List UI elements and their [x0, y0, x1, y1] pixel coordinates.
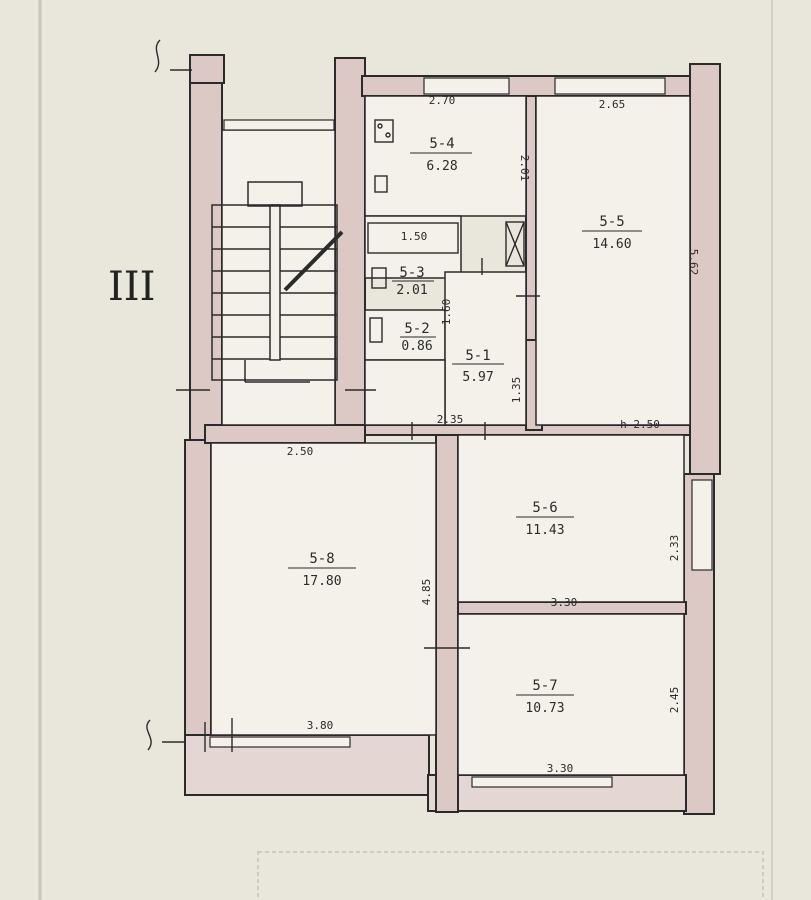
- door-marks: [146, 39, 540, 752]
- room-code-5-2: 5-2: [404, 321, 429, 337]
- wall-top-left-return: [189, 54, 225, 84]
- dim-label: 1.50: [401, 230, 428, 243]
- room-area-5-7: 10.73: [525, 701, 564, 716]
- room-code-5-8: 5-8: [309, 551, 334, 567]
- shaft-icon: [505, 221, 525, 267]
- toilet-icon: [369, 317, 383, 343]
- stair-direction-arrow: [283, 230, 344, 292]
- dim-label: 3.30: [551, 596, 578, 609]
- room-code-5-1: 5-1: [465, 348, 490, 364]
- room-area-5-1: 5.97: [462, 370, 493, 385]
- wall-stair-left: [189, 54, 223, 441]
- window-room-5-8: [209, 736, 351, 748]
- room-labels: 5-4 6.28 5-5 14.60 5-3 2.01 5-2 0.86 5-1…: [288, 136, 642, 716]
- room-5-5-floor: [535, 95, 691, 426]
- dim-label: 2.70: [429, 94, 456, 107]
- dim-label: 2.50: [287, 445, 314, 458]
- dim-label: 3.80: [307, 719, 334, 732]
- room-5-4-floor: [364, 95, 527, 217]
- room-area-5-6: 11.43: [525, 523, 564, 538]
- dim-label: 5.62: [687, 249, 700, 276]
- window-stair: [223, 119, 335, 131]
- corridor-floor: [364, 359, 446, 426]
- room-area-5-8: 17.80: [302, 574, 341, 589]
- room-code-5-4: 5-4: [429, 136, 454, 152]
- wall-stair-right: [334, 57, 366, 444]
- room-code-5-6: 5-6: [532, 500, 557, 516]
- section-mark: III: [108, 264, 155, 310]
- dim-label: 2.45: [668, 687, 681, 714]
- dimension-labels: 2.70 2.65 2.01 1.50 5.62 1.60 1.35 2.35 …: [287, 94, 700, 775]
- break-line-icon: [154, 39, 161, 73]
- kitchen-sink-icon: [374, 175, 388, 193]
- dim-label: 1.35: [510, 377, 523, 404]
- stair-handrail-divider: [269, 204, 281, 361]
- window-kitchen: [423, 77, 510, 95]
- window-room-5-6: [691, 479, 713, 571]
- wall-partition-vertical: [435, 431, 459, 813]
- window-room-5-7: [471, 776, 613, 788]
- dim-label: 2.35: [437, 413, 464, 426]
- burner-icon: [385, 132, 391, 138]
- dim-label: 1.60: [440, 299, 453, 326]
- room-area-5-5: 14.60: [592, 237, 631, 252]
- wall-stair-bottom: [204, 424, 366, 444]
- staircase: [211, 181, 344, 383]
- dim-label: 2.33: [668, 535, 681, 562]
- room-5-8-floor: [210, 442, 437, 736]
- window-room-5-5: [554, 77, 666, 95]
- room-5-6-floor: [457, 434, 685, 603]
- dim-label: h-2.50: [620, 418, 660, 431]
- room-area-5-3: 2.01: [396, 283, 427, 298]
- stove-icon: [374, 119, 394, 143]
- burner-icon: [377, 123, 383, 129]
- room-5-1-floor: [444, 271, 527, 426]
- dim-label: 2.65: [599, 98, 626, 111]
- fixtures: [367, 119, 525, 343]
- room-floors: [210, 95, 691, 776]
- wall-partition-55: [525, 95, 537, 349]
- room-code-5-3: 5-3: [399, 265, 424, 281]
- break-line-icon: [146, 719, 152, 751]
- faded-stamp-box: [257, 851, 764, 900]
- room-code-5-7: 5-7: [532, 678, 557, 694]
- shaft-cross: [505, 221, 525, 267]
- wall-right-upper: [689, 63, 721, 475]
- washbasin-icon: [371, 267, 387, 289]
- dim-label: 2.01: [518, 155, 531, 182]
- stair-landing-top: [247, 181, 303, 207]
- dim-label: 3.30: [547, 762, 574, 775]
- dim-label: 4.85: [420, 579, 433, 606]
- windows: [209, 77, 713, 788]
- room-code-5-5: 5-5: [599, 214, 624, 230]
- room-area-5-2: 0.86: [401, 339, 432, 354]
- room-area-5-4: 6.28: [426, 159, 457, 174]
- bathtub-icon: [367, 222, 459, 254]
